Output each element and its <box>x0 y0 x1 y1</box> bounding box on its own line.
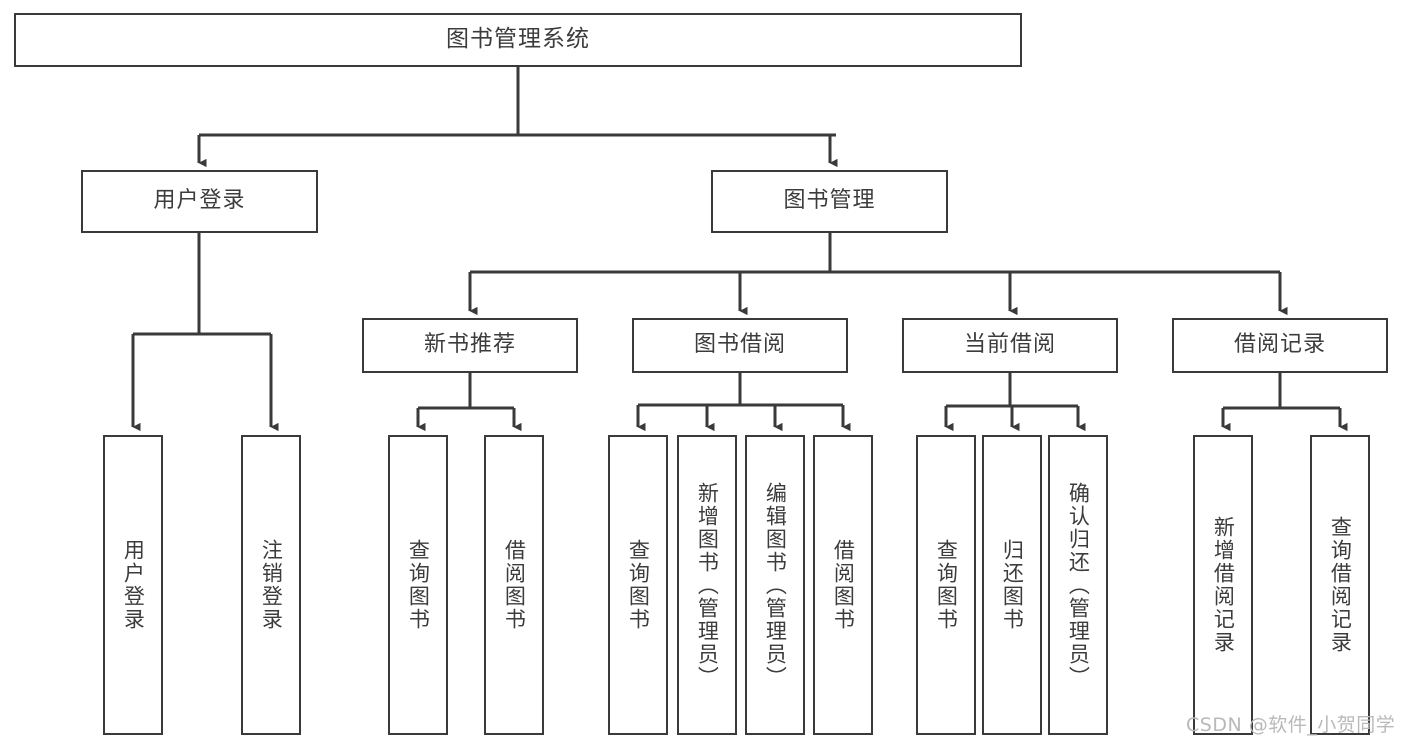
node-leaf-return-book-label: 归还图书 <box>1000 539 1025 631</box>
node-leaf-borrow-book-1[interactable]: 借阅图书 <box>484 435 544 735</box>
node-book-manage-label: 图书管理 <box>783 188 876 214</box>
node-user-login[interactable]: 用户登录 <box>81 170 318 233</box>
node-leaf-user-logout-label: 注销登录 <box>259 539 284 631</box>
node-leaf-borrow-book-2-label: 借阅图书 <box>831 539 856 631</box>
node-book-borrow[interactable]: 图书借阅 <box>632 318 848 373</box>
node-leaf-return-book[interactable]: 归还图书 <box>982 435 1042 735</box>
node-new-book-recommend-label: 新书推荐 <box>423 332 516 358</box>
node-leaf-query-book-3-label: 查询图书 <box>934 539 959 631</box>
node-leaf-query-book-2-label: 查询图书 <box>626 539 651 631</box>
node-leaf-confirm-return[interactable]: 确认归还（管理员） <box>1048 435 1108 735</box>
node-leaf-user-logout[interactable]: 注销登录 <box>241 435 301 735</box>
node-borrow-record[interactable]: 借阅记录 <box>1172 318 1388 373</box>
node-leaf-add-book[interactable]: 新增图书（管理员） <box>677 435 737 735</box>
node-new-book-recommend[interactable]: 新书推荐 <box>362 318 578 373</box>
node-leaf-add-book-label: 新增图书（管理员） <box>695 481 720 689</box>
node-leaf-add-record-label: 新增借阅记录 <box>1211 516 1236 654</box>
node-book-manage[interactable]: 图书管理 <box>711 170 948 233</box>
node-leaf-query-book-1-label: 查询图书 <box>406 539 431 631</box>
watermark: CSDN @软件_小贺同学 <box>1186 714 1396 736</box>
node-leaf-borrow-book-1-label: 借阅图书 <box>502 539 527 631</box>
node-leaf-query-book-2[interactable]: 查询图书 <box>608 435 668 735</box>
node-leaf-user-login[interactable]: 用户登录 <box>103 435 163 735</box>
node-leaf-add-record[interactable]: 新增借阅记录 <box>1193 435 1253 735</box>
node-user-login-label: 用户登录 <box>153 188 246 214</box>
node-leaf-user-login-label: 用户登录 <box>121 539 146 631</box>
node-current-borrow[interactable]: 当前借阅 <box>902 318 1118 373</box>
node-leaf-borrow-book-2[interactable]: 借阅图书 <box>813 435 873 735</box>
node-borrow-record-label: 借阅记录 <box>1233 332 1326 358</box>
node-leaf-query-record[interactable]: 查询借阅记录 <box>1310 435 1370 735</box>
node-leaf-query-book-3[interactable]: 查询图书 <box>916 435 976 735</box>
node-current-borrow-label: 当前借阅 <box>963 332 1056 358</box>
node-book-borrow-label: 图书借阅 <box>693 332 786 358</box>
node-leaf-query-record-label: 查询借阅记录 <box>1328 516 1353 654</box>
node-root-label: 图书管理系统 <box>446 26 590 53</box>
node-leaf-query-book-1[interactable]: 查询图书 <box>388 435 448 735</box>
node-leaf-confirm-return-label: 确认归还（管理员） <box>1066 481 1091 689</box>
node-root[interactable]: 图书管理系统 <box>14 13 1022 67</box>
node-leaf-edit-book-label: 编辑图书（管理员） <box>763 481 788 689</box>
node-leaf-edit-book[interactable]: 编辑图书（管理员） <box>745 435 805 735</box>
